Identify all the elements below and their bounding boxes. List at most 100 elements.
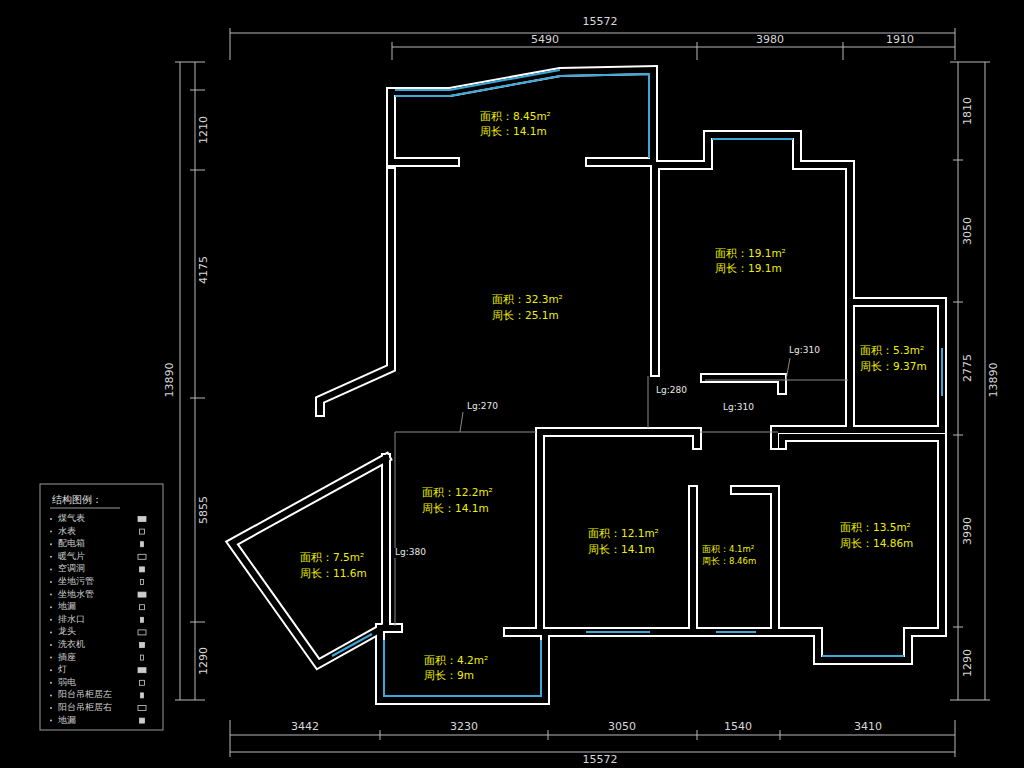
- legend-bullet: [50, 682, 52, 684]
- legend-bullet: [50, 594, 52, 596]
- room-text: 周长：14.1m: [588, 544, 655, 556]
- legend-text: 空调洞: [58, 564, 85, 573]
- dimension-text: 1910: [886, 34, 914, 46]
- legend-symbol: [140, 605, 145, 610]
- dimension-text: 13890: [164, 363, 176, 398]
- legend-bullet: [50, 694, 52, 696]
- windows: [332, 70, 942, 696]
- dimension-text: 1290: [198, 647, 210, 675]
- legend-text: 地漏: [58, 716, 76, 725]
- legend-symbol: [141, 580, 144, 585]
- legend-text: 坐地水管: [58, 590, 94, 599]
- room-text: 面积：5.3m²: [860, 345, 924, 357]
- legend-bullet: [50, 707, 52, 709]
- dimension-lines: [175, 28, 990, 757]
- room-text: 周长：14.1m: [480, 126, 547, 138]
- legend-symbol: [141, 655, 144, 660]
- legend-symbol: [138, 554, 146, 559]
- legend-bullet: [50, 631, 52, 633]
- dimension-text: 3050: [962, 217, 974, 245]
- legend-text: 地漏: [58, 602, 76, 611]
- dimension-text: 2775: [962, 354, 974, 382]
- legend-bullet: [50, 644, 52, 646]
- dimension-text: 3980: [756, 34, 784, 46]
- legend-text: 阳台吊柜居左: [58, 690, 112, 699]
- dimension-text: 3442: [291, 721, 319, 733]
- dimension-text: 15572: [583, 754, 618, 766]
- room-text: 周长：14.1m: [422, 503, 489, 515]
- legend-bullet: [50, 657, 52, 659]
- legend-symbol: [138, 592, 146, 597]
- legend-symbol: [140, 680, 145, 685]
- room-text: 周长：9m: [424, 670, 474, 682]
- legend-text: 阳台吊柜居右: [58, 703, 112, 712]
- legend-text: 龙头: [58, 627, 76, 636]
- dimension-text: 15572: [583, 16, 618, 28]
- legend-symbol: [140, 567, 145, 572]
- legend-text: 坐地污管: [58, 577, 94, 586]
- room-text: 周长：11.6m: [300, 568, 367, 580]
- legend-bullet: [50, 606, 52, 608]
- legend-bullet: [50, 518, 52, 520]
- dimension-text: 1540: [724, 721, 752, 733]
- legend-text: 弱电: [58, 678, 76, 687]
- beam-label: Lg:310: [722, 403, 755, 413]
- room-text: 周长：14.86m: [840, 538, 913, 550]
- beam-label: Lg:280: [655, 386, 688, 396]
- legend-symbol: [138, 706, 146, 711]
- dimension-text: 3990: [962, 517, 974, 545]
- dimension-text: 5855: [198, 496, 210, 524]
- dimension-text: 1810: [962, 97, 974, 125]
- legend-symbol: [138, 668, 146, 673]
- room-text: 面积：12.2m²: [422, 487, 493, 499]
- legend-text: 配电箱: [58, 539, 85, 548]
- room-text: 面积：4.2m²: [424, 655, 488, 667]
- room-text: 面积：19.1m²: [715, 248, 786, 260]
- beam-lines: [395, 358, 848, 626]
- room-text: 面积：8.45m²: [480, 111, 551, 123]
- dimension-text: 4175: [198, 256, 210, 284]
- legend-title: 结构图例：: [52, 494, 102, 505]
- dimension-text: 1290: [962, 649, 974, 677]
- room-text: 周长：19.1m: [715, 263, 782, 275]
- beam-label: Lg:310: [788, 346, 821, 356]
- legend-bullet: [50, 720, 52, 722]
- legend-symbol: [141, 617, 144, 622]
- legend-text: 插座: [58, 653, 76, 662]
- legend-symbol: [138, 517, 146, 522]
- room-text: 周长：25.1m: [492, 310, 559, 322]
- legend-symbol: [141, 693, 144, 698]
- dimension-text: 3050: [608, 721, 636, 733]
- legend-bullet: [50, 619, 52, 621]
- room-text: 面积：13.5m²: [840, 522, 911, 534]
- legend-bullet: [50, 543, 52, 545]
- room-text: 面积：12.1m²: [588, 528, 659, 540]
- legend-bullet: [50, 531, 52, 533]
- legend-text: 水表: [58, 527, 76, 536]
- dimension-text: 5490: [531, 34, 559, 46]
- beam-label: Lg:380: [394, 548, 427, 558]
- legend-text: 煤气表: [58, 514, 85, 523]
- walls: [232, 70, 942, 700]
- dimension-text: 1210: [198, 116, 210, 144]
- legend-bullet: [50, 669, 52, 671]
- room-text: 面积：7.5m²: [300, 552, 364, 564]
- dimension-text: 13890: [988, 363, 1000, 398]
- legend-text: 洗衣机: [58, 640, 85, 649]
- room-text: 周长：8.46m: [702, 557, 756, 566]
- room-text: 周长：9.37m: [860, 361, 927, 373]
- legend-bullet: [50, 568, 52, 570]
- dimension-text: 3230: [450, 721, 478, 733]
- legend-text: 暖气片: [58, 552, 85, 561]
- room-text: 面积：4.1m²: [702, 545, 754, 554]
- legend-symbol: [141, 542, 144, 547]
- legend-symbol: [140, 718, 145, 723]
- legend-text: 排水口: [58, 615, 85, 624]
- legend-symbol: [138, 630, 146, 635]
- legend-symbol: [140, 529, 145, 534]
- beam-label: Lg:270: [466, 402, 499, 412]
- legend-bullet: [50, 556, 52, 558]
- legend-symbol: [140, 643, 145, 648]
- legend-text: 灯: [58, 665, 67, 674]
